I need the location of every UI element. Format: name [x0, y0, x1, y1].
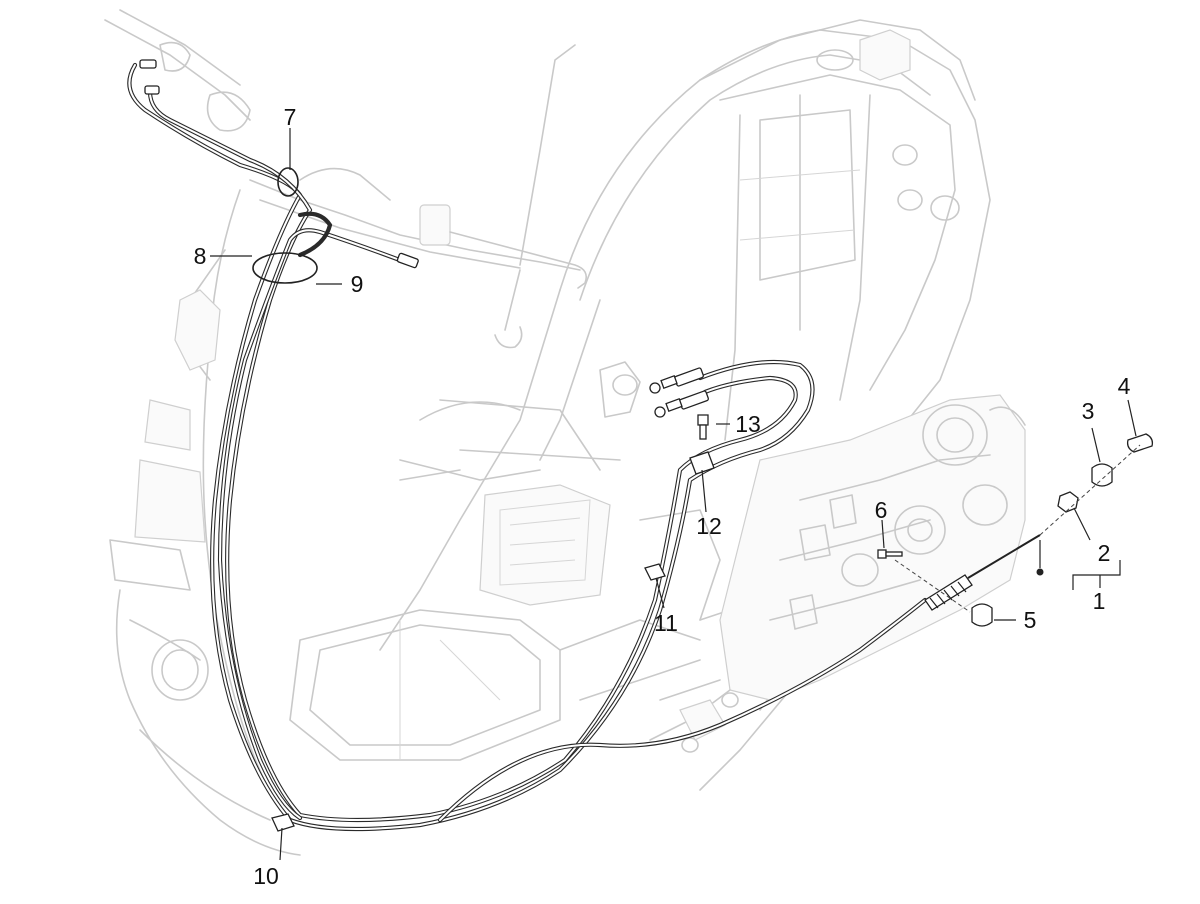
cable-spring	[924, 574, 973, 611]
callout-11: 11	[654, 610, 678, 636]
alignment-lines	[894, 444, 1141, 613]
callout-5: 5	[1024, 607, 1037, 633]
cable-terminals	[649, 367, 709, 418]
callout-10: 10	[253, 863, 279, 889]
callout-13: 13	[735, 411, 761, 437]
callout-2: 2	[1098, 540, 1111, 566]
parts	[252, 167, 1154, 832]
callout-12: 12	[696, 513, 722, 539]
callout-4: 4	[1118, 373, 1131, 399]
scooter-frame	[104, 9, 1026, 856]
callout-labels: 1 2 3 4 5 6 7 8 9 10 11 12 13	[194, 104, 1131, 889]
callout-3: 3	[1082, 398, 1095, 424]
callout-8: 8	[194, 243, 207, 269]
callout-7: 7	[284, 104, 297, 130]
callout-9: 9	[351, 271, 364, 297]
leader-lines	[210, 128, 1137, 861]
cables	[127, 59, 1041, 832]
callout-1: 1	[1093, 588, 1106, 614]
callout-6: 6	[875, 497, 888, 523]
